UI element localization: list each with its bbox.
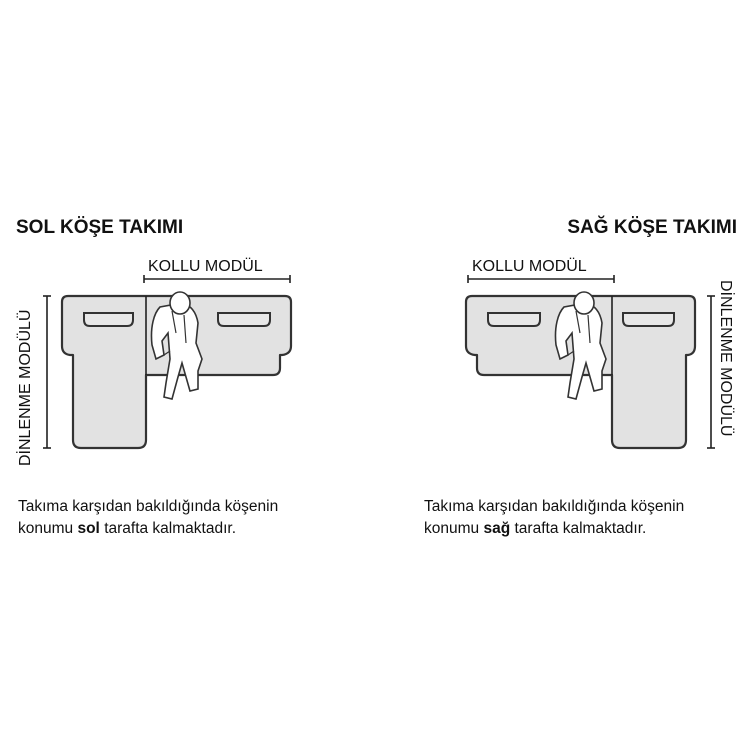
right-description-line2: konumu sağ tarafta kalmaktadır. <box>424 518 684 540</box>
left-description: Takıma karşıdan bakıldığında köşenin kon… <box>18 496 278 540</box>
text: tarafta kalmaktadır. <box>104 520 236 537</box>
left-corner-set: SOL KÖŞE TAKIMI KOLLU MODÜL DİNLENME MOD… <box>15 217 293 466</box>
right-title: SAĞ KÖŞE TAKIMI <box>567 216 737 238</box>
emphasis-side: sağ <box>483 520 511 537</box>
right-sofa <box>464 291 697 450</box>
text: tarafta kalmaktadır. <box>514 520 647 537</box>
right-arm-module-label: KOLLU MODÜL <box>472 257 587 275</box>
right-arm-module-dimension-line <box>467 275 615 283</box>
right-chaise-cushion <box>622 312 675 327</box>
emphasis-side: sol <box>77 520 100 537</box>
left-description-line2: konumu sol tarafta kalmaktadır. <box>18 518 278 540</box>
left-sofa <box>60 291 293 450</box>
left-arm-module-dimension-line <box>143 275 291 283</box>
left-arm-module-label: KOLLU MODÜL <box>148 257 263 275</box>
left-back-cushion <box>217 312 271 327</box>
right-rest-module-label: DİNLENME MODÜLÜ <box>717 280 736 436</box>
text: konumu <box>424 520 480 537</box>
left-rest-module-dimension-line <box>43 295 51 449</box>
right-description-line1: Takıma karşıdan bakıldığında köşenin <box>424 498 685 515</box>
text: konumu <box>18 520 74 537</box>
right-description: Takıma karşıdan bakıldığında köşenin kon… <box>424 496 684 540</box>
left-title: SOL KÖŞE TAKIMI <box>16 217 183 238</box>
right-corner-set: SAĞ KÖŞE TAKIMI KOLLU MODÜL DİNLENME MOD… <box>464 216 737 450</box>
left-rest-module-label: DİNLENME MODÜLÜ <box>15 310 34 466</box>
right-rest-module-dimension-line <box>707 295 715 449</box>
left-description-line1: Takıma karşıdan bakıldığında köşenin <box>18 498 279 515</box>
left-chaise-cushion <box>83 312 134 327</box>
right-back-cushion <box>487 312 541 327</box>
